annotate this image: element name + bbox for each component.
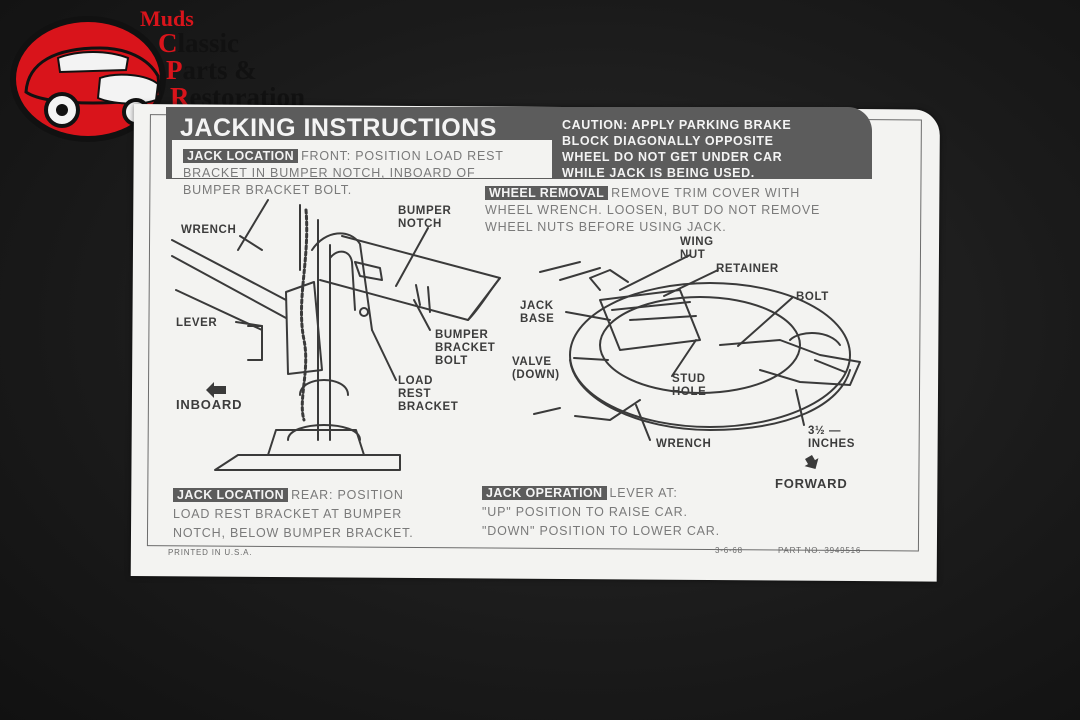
label-wrench-left: WRENCH — [181, 224, 236, 237]
label-wrench-right: WRENCH — [656, 438, 711, 451]
label-forward: FORWARD — [775, 477, 848, 490]
footer-part-no: PART NO. 3949516 — [778, 546, 861, 555]
caution-text: CAUTION: APPLY PARKING BRAKE BLOCK DIAGO… — [562, 117, 791, 181]
label-retainer: RETAINER — [716, 263, 779, 276]
brand-line-muds: Muds — [140, 8, 305, 30]
label-valve-down: VALVE(DOWN) — [512, 356, 560, 382]
decal-title: JACKING INSTRUCTIONS — [180, 114, 497, 143]
brand-line-classic: Classic — [158, 30, 305, 57]
footer-printed: PRINTED IN U.S.A. — [168, 548, 252, 557]
label-inches: 3½ —INCHES — [808, 425, 855, 451]
footer-date: 3-6-68 — [715, 546, 743, 555]
label-inboard: INBOARD — [176, 398, 242, 411]
label-bolt: BOLT — [796, 291, 829, 304]
brand-line-parts: Parts & — [166, 57, 305, 84]
label-lever: LEVER — [176, 317, 217, 330]
brand-name: Muds Classic Parts & Restoration — [140, 8, 305, 111]
